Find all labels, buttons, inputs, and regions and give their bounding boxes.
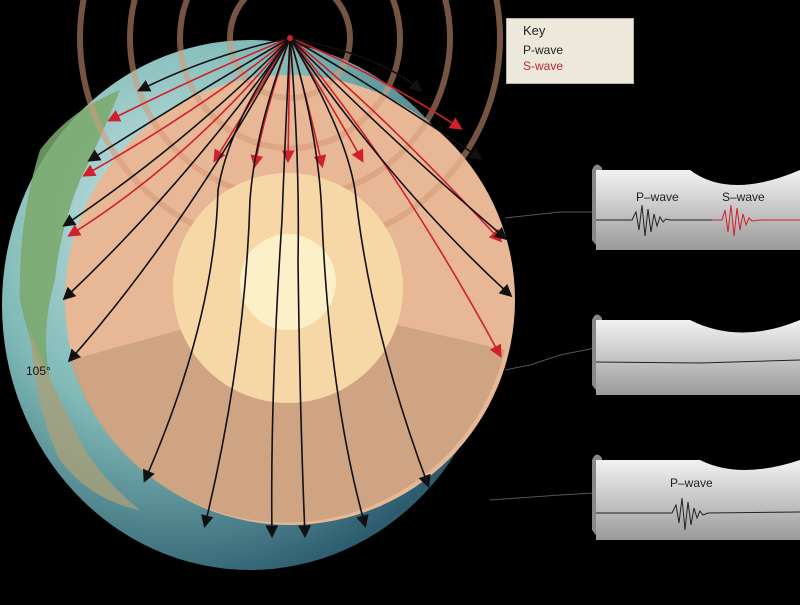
shadow-zone (70, 300, 505, 523)
epicenter (287, 35, 293, 41)
seismogram-2 (592, 314, 800, 395)
legend-key: Key P-wave S-wave (506, 18, 634, 84)
angle-label: 105° (26, 364, 51, 378)
inner-core (240, 234, 336, 330)
seismogram-3-p-label: P–wave (670, 476, 713, 490)
p-wave-trace (596, 204, 712, 237)
flat-trace (595, 359, 800, 364)
seismogram-1-s-label: S–wave (722, 190, 765, 204)
p-wave-rays (62, 37, 513, 539)
p-wave-trace (596, 497, 800, 531)
continent-shape (19, 90, 120, 380)
connector-lines (489, 211, 596, 501)
seismogram-1 (592, 164, 800, 250)
continent-shape (30, 330, 140, 510)
seismogram-1-p-label: P–wave (636, 190, 679, 204)
s-wave-trace (712, 204, 800, 237)
key-title: Key (523, 23, 546, 38)
seismogram-3 (592, 454, 800, 540)
key-p-wave-label: P-wave (523, 43, 564, 57)
key-s-wave-label: S-wave (523, 59, 564, 73)
